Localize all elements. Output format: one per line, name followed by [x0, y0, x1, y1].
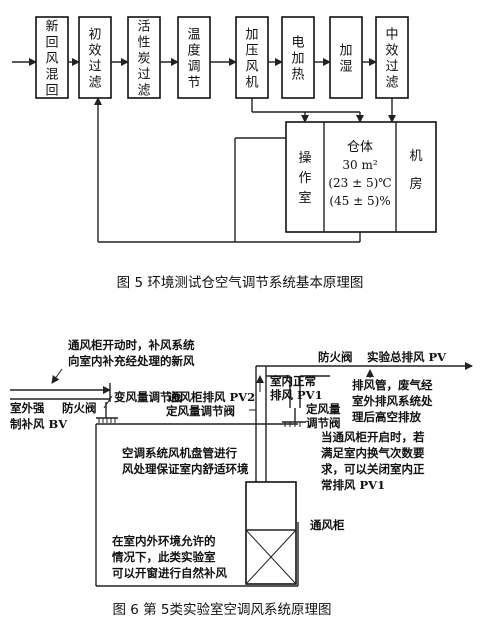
vertical-label-char: 房	[409, 176, 422, 192]
process-box-label-char: 加	[291, 52, 304, 67]
process-box-electric-heat	[281, 16, 315, 99]
vertical-label-char: 机	[409, 149, 422, 164]
chamber-enclosure	[285, 121, 437, 233]
process-box-label-char: 炭	[137, 52, 150, 67]
process-box-label-char: 风	[45, 52, 58, 67]
process-box-label-char: 过	[88, 60, 101, 75]
process-box-label-char: 性	[137, 36, 150, 51]
process-box-label-char: 电	[291, 36, 304, 51]
process-box-label-char: 压	[245, 44, 258, 59]
process-box-pressurize-fan	[235, 16, 269, 99]
process-box-label-char: 湿	[339, 60, 352, 75]
vertical-label-char: 作	[298, 171, 311, 186]
exhaust-note-3: 理后高空排放	[352, 410, 421, 424]
process-box-label-char: 调	[187, 60, 200, 75]
natural-note-3: 可以开窗进行自然补风	[112, 566, 227, 580]
process-box-primary-filter	[78, 16, 112, 99]
open-note-3: 求，可以关闭室内正	[321, 462, 425, 476]
process-box-label-char: 新	[45, 19, 58, 35]
process-box-label-char: 效	[385, 44, 398, 59]
open-note-2: 满足室内换气次数要	[321, 446, 425, 460]
process-box-label-char: 滤	[88, 76, 101, 91]
process-box-label-char: 节	[187, 76, 200, 91]
process-box-label-char: 活	[137, 20, 150, 35]
main-exhaust-label: 实验总排风 PV	[367, 350, 447, 364]
process-box-label-char: 加	[339, 44, 352, 59]
figure-6: 通风柜开动时，补风系统 向室内补充经处理的新风 室外强 制补风 BV 防火阀 变…	[10, 338, 473, 618]
process-box-fresh-return-mix	[35, 16, 69, 99]
note-top-line2: 向室内补充经处理的新风	[68, 354, 195, 368]
machine-room-label: 机房	[409, 149, 422, 192]
natural-note-2: 情况下，此类实验室	[111, 550, 216, 564]
process-box-label-char: 滤	[385, 76, 398, 91]
hood-exhaust-label: 通风柜排风 PV2	[168, 390, 255, 404]
process-box-label-char: 加	[245, 28, 258, 43]
vertical-label-char: 操	[298, 150, 311, 166]
process-box-label-char: 混	[45, 68, 58, 83]
process-box-label-char: 热	[291, 68, 304, 83]
outdoor-supply-line1: 室外强	[10, 401, 45, 415]
chamber-temperature: (23 ± 5)℃	[328, 176, 391, 190]
process-box-label-char: 效	[88, 44, 101, 59]
constant-valve2-line1: 定风量	[306, 402, 341, 416]
exhaust-note-1: 排风管，废气经	[352, 378, 433, 392]
fire-damper-top: 防火阀	[318, 350, 353, 364]
process-box-label-char: 温	[187, 28, 200, 43]
figure-6-caption: 图 6 第 5类实验室空调风系统原理图	[112, 601, 331, 618]
process-box-label-char: 过	[137, 68, 150, 83]
constant-air-valve: 定风量调节阀	[166, 404, 235, 418]
natural-note-1: 在室内外环境允许的	[112, 534, 216, 548]
process-box-humidify	[329, 16, 363, 99]
open-note-4: 常排风 PV1	[321, 478, 385, 492]
process-box-label-char: 回	[45, 36, 58, 51]
chamber-humidity: (45 ± 5)%	[329, 194, 390, 208]
process-box-label-char: 初	[88, 28, 101, 43]
indoor-exhaust-line2: 排风 PV1	[270, 388, 323, 402]
process-box-label-char: 度	[187, 43, 200, 59]
process-box-medium-filter	[375, 16, 409, 99]
outdoor-supply-line2: 制补风 BV	[10, 417, 68, 431]
ac-note-line1: 空调系统风机盘管进行	[122, 446, 237, 460]
indoor-exhaust-line1: 室内正常	[270, 374, 316, 388]
operation-room-label: 操作室	[298, 150, 311, 206]
constant-valve2-line2: 调节阀	[306, 416, 341, 430]
fume-hood-box	[245, 481, 297, 585]
process-box-label-char: 回	[45, 84, 58, 99]
chamber-area: 30 m²	[342, 158, 377, 172]
process-box-activated-carbon-filter	[127, 16, 161, 99]
exhaust-note-2: 室外排风系统处	[352, 394, 433, 408]
fire-damper-left: 防火阀	[62, 401, 97, 415]
process-box-label-char: 滤	[137, 84, 150, 99]
process-box-label-char: 机	[245, 76, 258, 91]
chamber-title: 仓体	[347, 140, 373, 155]
process-box-temp-control	[177, 16, 211, 99]
vertical-label-char: 室	[298, 190, 311, 206]
variable-air-valve: 变风量调节阀	[114, 390, 183, 404]
ac-note-line2: 风处理保证室内舒适环境	[122, 462, 249, 476]
fume-hood-label: 通风柜	[310, 518, 345, 532]
note-top-line1: 通风柜开动时，补风系统	[68, 338, 195, 352]
process-box-label-char: 风	[245, 60, 258, 75]
process-box-label-char: 中	[385, 28, 398, 43]
process-box-label-char: 过	[385, 60, 398, 75]
open-note-1: 当通风柜开启时，若	[321, 430, 425, 444]
figure-5-caption: 图 5 环境测试仓空气调节系统基本原理图	[117, 274, 364, 291]
